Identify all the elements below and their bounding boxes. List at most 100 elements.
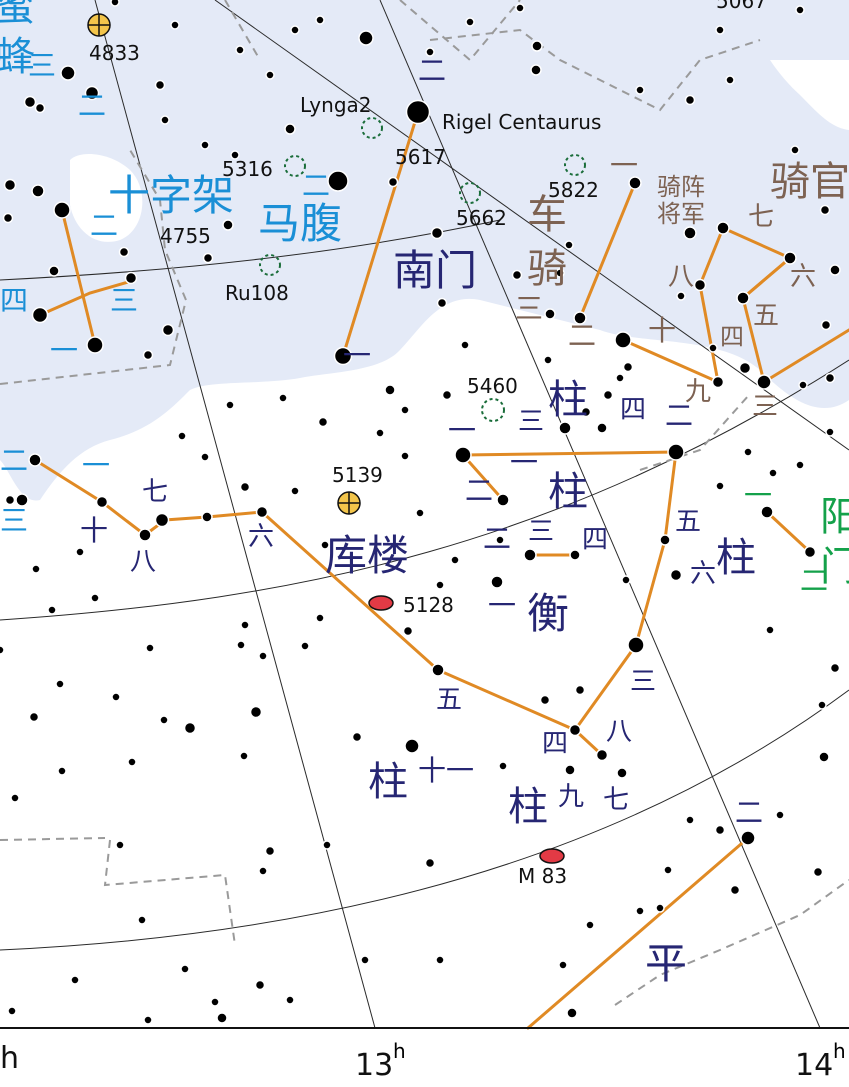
star xyxy=(118,246,130,258)
star xyxy=(7,1006,17,1016)
star xyxy=(627,636,645,654)
star xyxy=(145,643,155,653)
star xyxy=(317,416,329,428)
star-field xyxy=(0,0,841,1025)
star xyxy=(725,75,735,85)
star xyxy=(161,323,175,337)
label-m83: M 83 xyxy=(518,864,567,888)
star xyxy=(375,428,385,438)
star xyxy=(530,64,542,76)
milky-way-band xyxy=(0,0,849,501)
milky-way-hole xyxy=(70,154,143,242)
star xyxy=(596,422,608,434)
star-number-label: 五 xyxy=(436,685,462,715)
star-number-label: 二 xyxy=(465,474,493,507)
star-number-label: 三 xyxy=(515,292,543,325)
star xyxy=(555,268,565,278)
star xyxy=(143,1015,153,1025)
star-number-label: 二 xyxy=(735,796,763,829)
star xyxy=(235,45,245,55)
star-number-label: 八 xyxy=(668,262,694,292)
star xyxy=(127,757,137,767)
star-number-label: 一 xyxy=(610,149,638,182)
star xyxy=(543,355,553,365)
star xyxy=(614,331,632,349)
asterism-ping: 平 xyxy=(645,939,687,988)
star xyxy=(580,406,592,418)
star-number-label: 一 xyxy=(448,414,476,447)
asterism-names: 十字架 马腹 南门 库楼 衡 平 骑官 xyxy=(108,159,849,988)
asterism-zhu-b: 柱 xyxy=(548,469,588,515)
star-number-label: 三 xyxy=(518,407,544,437)
ra-label-13: 13 xyxy=(355,1048,393,1083)
vertical-names: 车 骑 骑阵 将军 柱 柱 柱 柱 十一 柱 阳 门 蜜 蜂 xyxy=(0,0,849,830)
asterism-zhu11-num: 十一 xyxy=(418,754,474,787)
star xyxy=(405,99,431,125)
star xyxy=(616,767,628,779)
ra-axis: h 13 h 14 h xyxy=(0,1027,849,1083)
open-cluster-5460 xyxy=(481,398,505,422)
star-number-label: 三 xyxy=(0,504,28,537)
star-number-label: 二 xyxy=(800,564,828,597)
star-number-label: 二 xyxy=(90,209,118,242)
star xyxy=(84,85,100,101)
star-number-label: 九 xyxy=(685,377,711,407)
star xyxy=(729,884,741,896)
star xyxy=(569,549,581,561)
star-number-label: 七 xyxy=(748,202,774,232)
star-number-label: 二 xyxy=(302,169,330,202)
star xyxy=(4,494,16,506)
star xyxy=(495,535,505,545)
star xyxy=(210,997,220,1007)
open-cluster-5316 xyxy=(284,155,306,177)
star xyxy=(783,251,797,265)
star xyxy=(258,866,268,876)
star xyxy=(424,857,436,869)
star xyxy=(216,1012,228,1024)
star xyxy=(498,761,508,771)
star xyxy=(531,40,543,52)
star xyxy=(154,512,170,528)
star-number-label: 八 xyxy=(606,717,632,747)
star xyxy=(320,540,330,550)
star xyxy=(716,221,730,235)
asterism-mafu: 马腹 xyxy=(258,199,342,248)
asterism-yangmen-2: 门 xyxy=(820,544,849,590)
ra-label-13-sup: h xyxy=(393,1039,406,1063)
star xyxy=(431,663,445,677)
star xyxy=(200,140,210,150)
star xyxy=(824,372,836,384)
star xyxy=(768,468,778,478)
star xyxy=(574,684,586,696)
star xyxy=(34,102,46,114)
star xyxy=(693,278,707,292)
open-cluster-ru108 xyxy=(259,254,281,276)
open-cluster-5662 xyxy=(459,182,481,204)
star xyxy=(285,995,295,1005)
star xyxy=(415,508,425,518)
star-number-label: 四 xyxy=(620,395,646,425)
star xyxy=(264,845,276,857)
galaxy-5128 xyxy=(368,595,394,611)
globular-cluster-5139 xyxy=(337,491,361,515)
label-5128: 5128 xyxy=(403,593,454,617)
star xyxy=(177,431,187,441)
star xyxy=(425,47,435,57)
star-number-label: 六 xyxy=(790,262,816,292)
star xyxy=(595,748,609,762)
star xyxy=(715,481,725,491)
star xyxy=(465,17,475,27)
star xyxy=(53,201,71,219)
star-number-label: 二 xyxy=(418,54,446,87)
star xyxy=(667,443,685,461)
asterism-zhu11: 柱 xyxy=(368,759,408,805)
star xyxy=(441,389,453,401)
star xyxy=(743,447,753,457)
star xyxy=(655,903,665,913)
star xyxy=(558,421,572,435)
label-5460: 5460 xyxy=(467,374,518,398)
star xyxy=(249,705,263,719)
star xyxy=(255,505,269,519)
star xyxy=(400,405,410,415)
